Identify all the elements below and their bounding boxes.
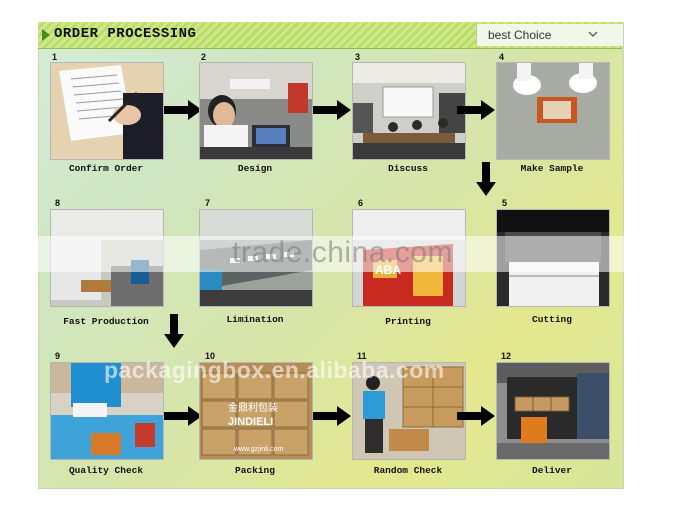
step-number: 6	[358, 198, 364, 208]
step-label: Cutting	[532, 314, 572, 325]
step-number: 5	[502, 198, 508, 208]
watermark-band	[0, 236, 683, 272]
photo-deliver	[496, 362, 610, 460]
step-label: Discuss	[388, 163, 428, 174]
arrow-right-icon	[457, 406, 495, 426]
arrow-right-icon	[457, 100, 495, 120]
step-number: 3	[355, 52, 361, 62]
arrow-down-icon	[164, 314, 184, 348]
packing-brand-cn: 金鼎利包装	[228, 401, 278, 414]
step-label: Design	[237, 163, 273, 174]
step-number: 11	[357, 351, 367, 361]
step-number: 1	[52, 52, 58, 62]
arrow-right-icon	[313, 100, 351, 120]
step-number: 9	[55, 351, 61, 361]
photo-quality-check	[50, 362, 164, 460]
step-number: 10	[205, 351, 216, 361]
step-label: Confirm Order	[68, 163, 144, 174]
step-label: Random Check	[373, 465, 443, 476]
packing-brand: JINDIELI	[228, 416, 273, 428]
photo-random-check	[352, 362, 466, 460]
photo-packing: 金鼎利包装 JINDIELI www.gzjinli.com	[199, 362, 313, 460]
step-number: 12	[501, 351, 512, 361]
arrow-right-icon	[164, 406, 202, 426]
step-number: 4	[499, 52, 505, 62]
step-number: 7	[205, 198, 211, 208]
page-title: ORDER PROCESSING	[54, 26, 197, 42]
step-number: 2	[201, 52, 207, 62]
badge-box	[476, 24, 623, 46]
photo-printing: ABA	[352, 209, 466, 307]
photo-design	[199, 62, 313, 160]
photo-make-sample	[496, 62, 610, 160]
chevron-down-icon	[588, 31, 598, 37]
arrow-right-icon	[313, 406, 351, 426]
step-label: Fast Production	[63, 316, 149, 327]
photo-discuss	[352, 62, 466, 160]
step-number: 8	[55, 198, 61, 208]
step-label: Quality Check	[68, 465, 144, 476]
step-label: Packing	[235, 465, 275, 476]
step-label: Printing	[385, 316, 431, 327]
watermark-trade: trade.china.com	[232, 236, 453, 269]
header-arrow-icon	[42, 29, 50, 41]
photo-confirm-order	[50, 62, 164, 160]
step-label: Limination	[226, 314, 284, 325]
packing-url: www.gzjinli.com	[233, 446, 284, 453]
watermark-alibaba: packagingbox.en.alibaba.com	[104, 357, 445, 383]
step-label: Make Sample	[520, 163, 584, 174]
arrow-right-icon	[164, 100, 202, 120]
best-choice-badge: best Choice	[488, 28, 552, 42]
step-label: Deliver	[532, 465, 572, 476]
arrow-down-icon	[476, 162, 496, 196]
